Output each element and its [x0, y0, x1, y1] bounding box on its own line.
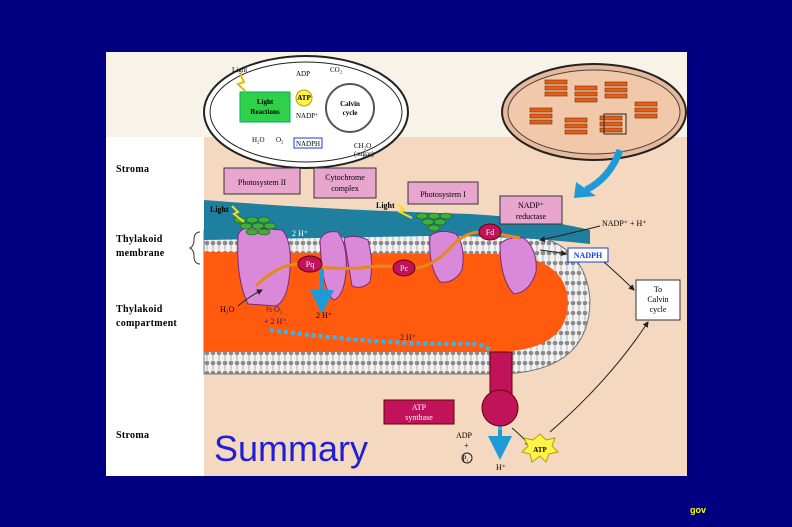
atp-star-small — [295, 89, 313, 107]
svg-text:H₂O: H₂O — [252, 136, 265, 144]
svg-text:NADP⁺: NADP⁺ — [296, 112, 319, 120]
carrier-pq — [297, 255, 323, 273]
svg-text:Calvin: Calvin — [647, 295, 668, 304]
svg-text:Light: Light — [232, 66, 247, 74]
svg-text:ATP: ATP — [533, 446, 547, 454]
label-thylakoid-membrane-2: membrane — [116, 248, 165, 259]
svg-text:Calvin: Calvin — [340, 100, 360, 108]
svg-text:CO₂: CO₂ — [330, 66, 343, 74]
label-stroma-top: Stroma — [116, 164, 149, 175]
svg-text:NADPH: NADPH — [296, 140, 320, 148]
overview-inset: Light Reactions Calvin cycle ATP Light A… — [203, 55, 409, 169]
svg-text:O₂: O₂ — [276, 136, 284, 144]
svg-text:CH₂O: CH₂O — [354, 142, 371, 150]
atp-synthase-head — [481, 389, 519, 427]
svg-text:To: To — [654, 285, 662, 294]
carrier-fd — [478, 223, 502, 241]
box-photosystem-ii — [223, 167, 301, 195]
atp-star — [521, 433, 559, 463]
box-nadph — [567, 247, 609, 263]
svg-text:+ 2 H⁺: + 2 H⁺ — [264, 317, 287, 326]
svg-text:(sugar): (sugar) — [354, 150, 374, 158]
zoom-arrow — [584, 148, 624, 194]
svg-text:complex: complex — [331, 184, 359, 193]
antenna-ps1 — [415, 212, 453, 232]
membrane-brace — [188, 231, 201, 265]
box-to-calvin — [635, 279, 681, 321]
label-thylakoid-compartment-1: Thylakoid — [116, 304, 163, 315]
svg-text:Pq: Pq — [306, 260, 314, 269]
svg-text:2 H⁺: 2 H⁺ — [400, 333, 416, 342]
svg-text:reductase: reductase — [516, 212, 547, 221]
svg-text:ATP: ATP — [297, 94, 311, 102]
svg-text:Light: Light — [257, 98, 274, 106]
svg-text:Light: Light — [210, 205, 229, 214]
chloroplast-inset — [501, 63, 687, 161]
svg-text:H⁺: H⁺ — [496, 463, 506, 472]
svg-text:2 H⁺: 2 H⁺ — [316, 311, 332, 320]
light-bolt-1 — [231, 205, 245, 223]
label-thylakoid-compartment-2: compartment — [116, 318, 177, 329]
svg-text:ADP: ADP — [296, 70, 310, 78]
svg-text:Fd: Fd — [486, 228, 494, 237]
label-thylakoid-membrane-1: Thylakoid — [116, 234, 163, 245]
svg-text:NADP⁺: NADP⁺ — [518, 201, 544, 210]
svg-text:ADP: ADP — [456, 431, 473, 440]
thylakoid-lumen — [204, 252, 568, 352]
antenna-ps2 — [233, 216, 277, 236]
calvin-cycle-circle — [325, 83, 375, 133]
light-bolt-2 — [397, 203, 413, 219]
svg-text:½ O₂: ½ O₂ — [266, 305, 283, 314]
svg-text:NADP⁺ + H⁺: NADP⁺ + H⁺ — [602, 219, 647, 228]
svg-text:2 H⁺: 2 H⁺ — [292, 229, 308, 238]
slide-footer: gov — [690, 505, 707, 515]
svg-text:+: + — [464, 441, 469, 450]
label-stroma-bottom: Stroma — [116, 430, 149, 441]
svg-text:ATP: ATP — [412, 403, 427, 412]
svg-text:Cytochrome: Cytochrome — [325, 173, 365, 182]
svg-text:Reactions: Reactions — [250, 108, 279, 116]
svg-text:Pc: Pc — [400, 264, 408, 273]
svg-text:H₂O: H₂O — [220, 305, 235, 314]
box-nadp-reductase — [499, 195, 563, 225]
light-reactions-box — [239, 91, 291, 123]
svg-text:Light: Light — [376, 201, 395, 210]
cytochrome-complex — [319, 231, 373, 301]
carrier-pc — [392, 259, 416, 277]
svg-text:cycle: cycle — [650, 305, 667, 314]
svg-text:cycle: cycle — [343, 109, 358, 117]
arrow-to-calvin — [603, 261, 635, 291]
arrow-atp-to-calvin — [549, 321, 649, 433]
svg-text:synthase: synthase — [405, 413, 433, 422]
svg-text:NADPH: NADPH — [574, 251, 603, 260]
box-photosystem-i — [407, 181, 479, 205]
slide-title: Summary — [214, 428, 369, 469]
atp-synthase-stalk — [489, 351, 513, 397]
box-atp-synthase — [383, 399, 455, 425]
svg-text:Photosystem II: Photosystem II — [238, 178, 287, 187]
box-cytochrome — [313, 167, 377, 199]
svg-text:Photosystem I: Photosystem I — [420, 190, 466, 199]
arrow-nadp-in — [539, 225, 601, 242]
proton-flow-path — [269, 328, 502, 440]
svg-text:Pᵢ: Pᵢ — [462, 454, 468, 463]
